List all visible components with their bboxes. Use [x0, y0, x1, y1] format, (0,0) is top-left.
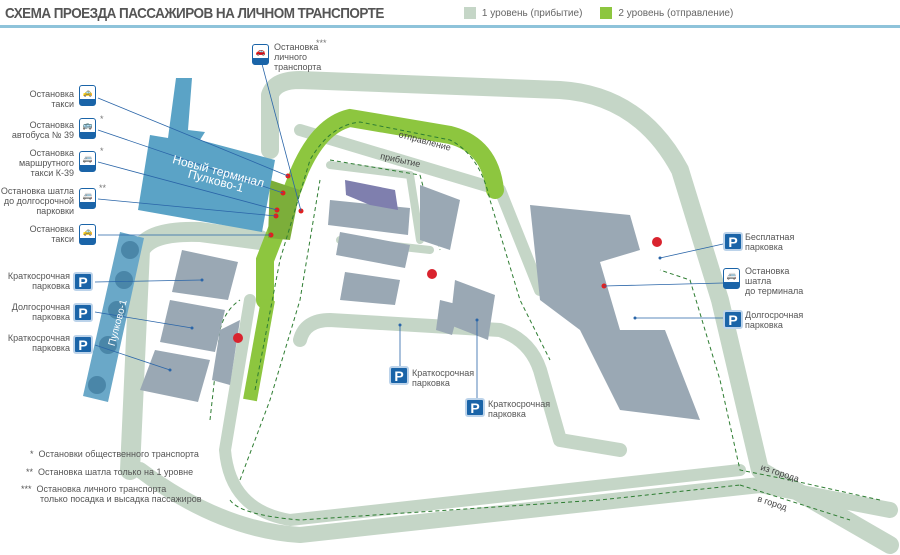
t: Остановка	[745, 266, 790, 276]
t: парковка	[32, 281, 70, 291]
star-mark: *	[100, 114, 104, 124]
t: парковка	[745, 242, 783, 252]
shuttle-icon: 🚐	[79, 188, 96, 209]
header: СХЕМА ПРОЕЗДА ПАССАЖИРОВ НА ЛИЧНОМ ТРАНС…	[5, 2, 733, 24]
t: такси К-39	[30, 168, 74, 178]
t: Краткосрочная	[488, 399, 551, 409]
t: Остановка	[29, 120, 74, 130]
t: такси	[51, 99, 74, 109]
t: парковка	[32, 343, 70, 353]
t: Бесплатная	[745, 232, 795, 242]
parking-icon: P	[723, 310, 743, 329]
t: Остановки общественного транспорта	[38, 449, 199, 459]
legend-swatch	[463, 7, 476, 19]
parking-icon: P	[723, 232, 743, 251]
footnote-1: * Остановки общественного транспорта	[30, 449, 199, 459]
t: личного	[274, 52, 308, 62]
t: Долгосрочная	[11, 302, 70, 312]
car-icon: 🚗	[252, 44, 269, 65]
t: Остановка шатла только на 1 уровне	[38, 467, 194, 477]
t: только посадка и высадка пассажиров	[40, 494, 202, 504]
t: Остановка	[29, 224, 74, 234]
level-2-ramp	[243, 108, 504, 402]
parking-lots	[140, 185, 700, 420]
taxi-icon: 🚕	[79, 85, 96, 106]
terminal-building	[83, 78, 275, 402]
star-mark: ***	[316, 38, 327, 48]
m: *	[30, 449, 34, 459]
t: транспорта	[274, 62, 322, 72]
parking-icon: P	[73, 272, 93, 291]
callout-lines	[94, 63, 724, 400]
star-mark: **	[99, 183, 107, 193]
t: Остановка личного транспорта	[36, 484, 167, 494]
t: шатла	[745, 276, 772, 286]
taxi-icon: 🚕	[79, 224, 96, 245]
parking-icon: P	[73, 335, 93, 354]
t: до долгосрочной парковки	[3, 196, 74, 216]
shuttle-icon: 🚐	[723, 268, 740, 289]
t: Остановка маршрутного	[18, 148, 74, 168]
star-mark: *	[100, 146, 104, 156]
t: Краткосрочная	[7, 333, 70, 343]
t: Краткосрочная	[412, 368, 475, 378]
t: автобуса № 39	[11, 130, 74, 140]
t: Долгосрочная	[745, 310, 804, 320]
m: **	[26, 467, 34, 477]
header-divider	[0, 25, 900, 28]
parking-icon: P	[465, 398, 485, 417]
t: Остановка	[274, 42, 319, 52]
legend-swatch	[600, 7, 613, 19]
legend-label: 2 уровень (отправление)	[618, 7, 734, 19]
t: до терминала	[745, 286, 804, 296]
t: парковка	[412, 378, 450, 388]
footnote-2: ** Остановка шатла только на 1 уровне	[26, 467, 193, 477]
t: Остановка	[29, 89, 74, 99]
no-entry-signs	[233, 237, 662, 343]
page-title: СХЕМА ПРОЕЗДА ПАССАЖИРОВ НА ЛИЧНОМ ТРАНС…	[5, 4, 384, 22]
building-purple	[345, 180, 398, 210]
t: парковка	[488, 409, 526, 419]
parking-icon: P	[389, 366, 409, 385]
parking-icon: P	[73, 303, 93, 322]
legend-level-2: 2 уровень (отправление)	[600, 7, 733, 19]
minibus-icon: 🚐	[79, 151, 96, 172]
t: Остановка шатла	[0, 186, 74, 196]
legend-label: 1 уровень (прибытие)	[481, 7, 583, 19]
legend-level-1: 1 уровень (прибытие)	[463, 7, 583, 19]
m: ***	[21, 484, 32, 494]
t: парковка	[745, 320, 783, 330]
t: Краткосрочная	[7, 271, 70, 281]
t: парковка	[32, 312, 70, 322]
t: такси	[51, 234, 74, 244]
bus-icon: 🚌	[79, 118, 96, 139]
